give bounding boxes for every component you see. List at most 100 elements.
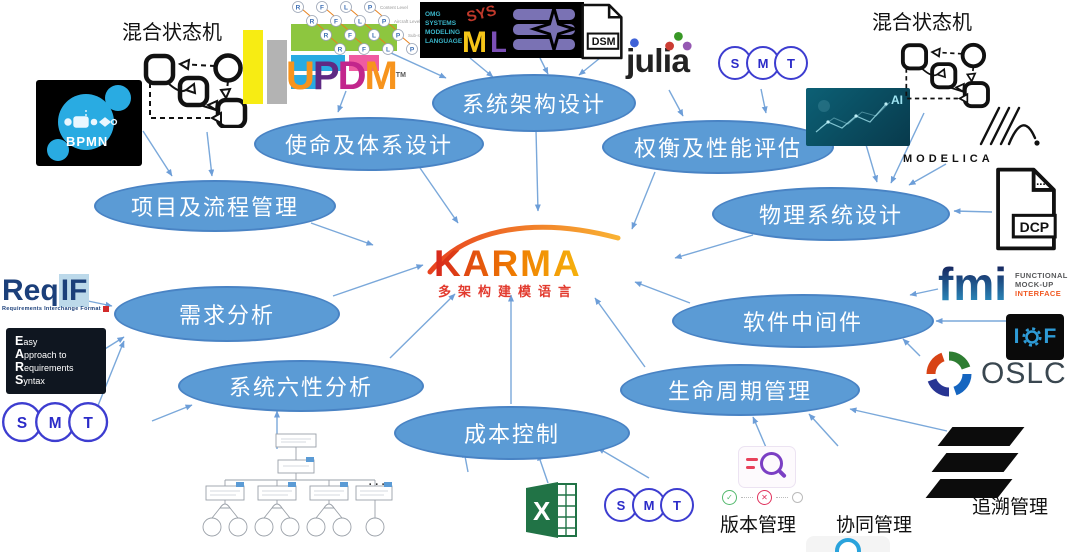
arrow xyxy=(332,264,424,297)
arrow xyxy=(760,88,768,114)
node-tradeoff-eval: 权衡及性能评估 xyxy=(602,120,834,174)
hybrid-state-machine-left-label: 混合状态机 xyxy=(122,22,222,44)
smt-t: T xyxy=(68,402,109,443)
trace-mgmt-label: 追溯管理 xyxy=(972,497,1049,518)
karma-logo: KARMA 多架构建模语言 xyxy=(427,224,621,299)
updm-logo: UPDMTM xyxy=(286,56,406,96)
svg-text:L: L xyxy=(372,33,376,40)
svg-text:SYSTEMS: SYSTEMS xyxy=(425,20,457,27)
svg-text:P: P xyxy=(410,47,415,54)
node-cost-control: 成本控制 xyxy=(394,406,630,460)
arrow xyxy=(142,130,173,177)
arrow xyxy=(578,57,601,76)
node-requirements: 需求分析 xyxy=(114,286,340,342)
sysml-v2-logo xyxy=(506,2,584,58)
fmi-caption-line: MOCK-UP xyxy=(1015,279,1054,289)
reqif-caption: Requirements Interchange Format xyxy=(2,306,109,312)
svg-text:P: P xyxy=(368,5,373,12)
collab-icon xyxy=(806,536,890,552)
oslc-swirl-icon xyxy=(926,351,972,397)
arrow xyxy=(674,234,754,260)
dcp-doc-icon: ... DCP xyxy=(996,167,1057,251)
svg-text:R: R xyxy=(324,33,329,40)
smt-t: T xyxy=(774,46,808,80)
node-physical-design: 物理系统设计 xyxy=(712,187,950,241)
fmi-caption: FUNCTIONAL MOCK-UP INTERFACE xyxy=(1015,271,1068,298)
svg-text:P: P xyxy=(396,33,401,40)
ears-line: Approach to xyxy=(15,347,67,361)
node-mission-design: 使命及体系设计 xyxy=(254,117,484,171)
updm-letter-p: P xyxy=(312,54,340,98)
hybrid-state-machine-left-diagram xyxy=(143,53,248,128)
sparkle-star xyxy=(529,2,579,56)
arrow xyxy=(634,281,691,304)
svg-text:R: R xyxy=(310,19,315,26)
arrow xyxy=(539,57,549,75)
arrow xyxy=(206,131,215,177)
version-mgmt-label: 版本管理 xyxy=(720,515,797,536)
modelica-wordmark: MODELICA xyxy=(903,153,994,165)
arrow xyxy=(849,407,948,432)
arrow xyxy=(310,222,374,246)
reqif-red-square xyxy=(102,306,109,312)
framework-blue-block-2 xyxy=(291,75,321,89)
oslc-wordmark: OSLC xyxy=(981,357,1067,390)
cross-circle-icon: ✕ xyxy=(757,490,772,505)
arrow xyxy=(908,163,947,186)
framework-pink-block xyxy=(349,55,379,71)
arrow xyxy=(337,90,347,113)
svg-text:P: P xyxy=(382,19,387,26)
framework-gray-bar xyxy=(267,40,287,104)
empty-circle-icon xyxy=(792,492,803,503)
iof-gear-icon xyxy=(1021,327,1042,347)
excel-x: X xyxy=(533,496,551,526)
svg-text:F: F xyxy=(334,19,338,26)
dotted-link xyxy=(776,497,788,498)
svg-text:R: R xyxy=(296,5,301,12)
ai-wireframe-arm xyxy=(815,100,891,133)
node-project-process: 项目及流程管理 xyxy=(94,180,336,232)
karma-swoosh xyxy=(427,224,621,275)
svg-text:L: L xyxy=(386,47,390,54)
version-icon: ✓ ✕ xyxy=(722,446,803,506)
layer-top xyxy=(937,427,1025,446)
framework-blue-block xyxy=(291,55,345,71)
dsm-label: DSM xyxy=(592,36,616,48)
julia-green-dot xyxy=(674,32,683,41)
magnifier-icon xyxy=(760,452,783,475)
ai-label: AI xyxy=(891,93,903,107)
sysml-l: L xyxy=(490,26,508,58)
updm-letter-d: D xyxy=(337,54,367,98)
ears-line: Requirements xyxy=(15,360,74,374)
rflp-level-label: Aircraft Level xyxy=(394,19,420,24)
svg-text:MODELING: MODELING xyxy=(425,29,460,36)
reqif-wordmark: ReqIF xyxy=(2,274,90,307)
modelica-logo: MODELICA xyxy=(903,104,1043,165)
arrow xyxy=(469,57,494,78)
arrow xyxy=(151,404,193,422)
julia-red-dot xyxy=(665,41,674,51)
node-system-architecture: 系统架构设计 xyxy=(432,74,636,132)
julia-wordmark: julia xyxy=(626,41,690,80)
bpmn-logo: BPMN xyxy=(36,80,142,166)
svg-text:F: F xyxy=(320,5,324,12)
arrow xyxy=(534,129,541,212)
karma-subtitle: 多架构建模语言 xyxy=(438,284,578,299)
arrow xyxy=(890,112,925,184)
arrow xyxy=(668,89,684,117)
dcp-label: DCP xyxy=(1020,219,1049,235)
dsm-doc-icon: DSM xyxy=(581,3,623,60)
node-middleware: 软件中间件 xyxy=(672,294,934,348)
ears-line: Syntax xyxy=(15,373,45,387)
hybrid-state-machine-right-label: 混合状态机 xyxy=(872,12,972,34)
fmi-logo: fmi FUNCTIONAL MOCK-UP INTERFACE xyxy=(938,258,1068,310)
sysml-logo: OMG SYSTEMS MODELING LANGUAGE SYS M L xyxy=(420,2,512,58)
arrow xyxy=(597,447,650,479)
arrow xyxy=(808,413,839,447)
collab-ring-blue-top xyxy=(835,538,861,552)
arrow xyxy=(594,297,646,368)
modelica-m-swoosh xyxy=(979,106,1040,146)
excel-icon: X xyxy=(526,482,577,538)
updm-tm: TM xyxy=(395,72,406,79)
fault-tree-diagram xyxy=(202,433,393,537)
